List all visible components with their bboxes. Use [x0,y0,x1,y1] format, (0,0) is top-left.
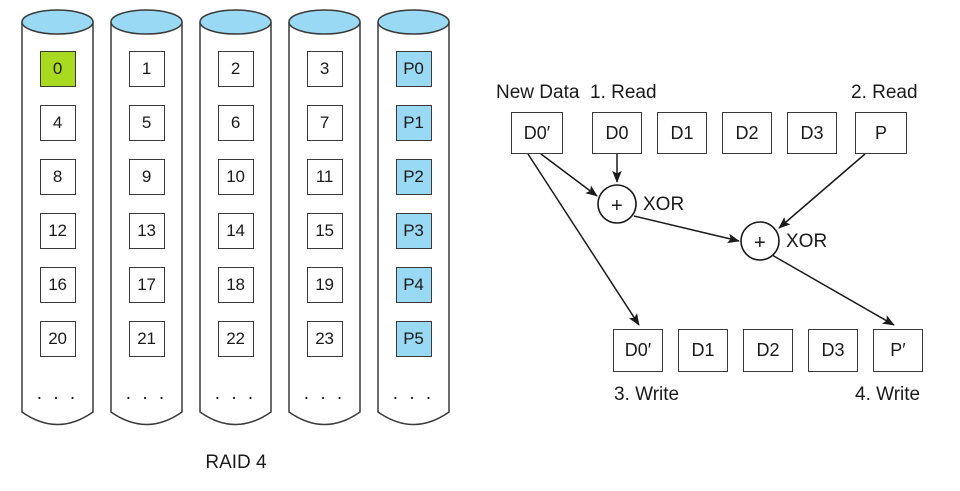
raid-ellipsis-disk-1: . . . [125,383,168,404]
raid-block-disk-1-5: 21 [128,321,165,357]
arrow-xor1-to-xor2 [633,215,740,244]
label-step-1-read: 1. Read [590,82,657,103]
raid-ellipsis-disk-0: . . . [36,383,79,404]
box-d1: D1 [657,112,707,154]
raid-block-disk-2-0: 2 [217,51,254,87]
raid-block-disk-parity-1: P1 [395,105,432,141]
box-out-d2: D2 [743,329,793,372]
raid-block-disk-1-3: 13 [128,213,165,249]
box-out-d1: D1 [678,329,728,372]
cylinder-top-disk-3 [288,9,361,35]
label-step-3-write: 3. Write [614,384,680,405]
raid-block-disk-parity-2: P2 [395,159,432,195]
box-p: P [855,112,907,154]
arrow-xor2-to-out-pprime [771,254,895,326]
xor-circles [597,184,780,261]
raid-block-disk-2-4: 18 [217,267,254,303]
raid-block-disk-2-2: 10 [217,159,254,195]
box-d0: D0 [592,112,642,154]
xor1-label: XOR [643,194,685,215]
arrow-d0prime-to-xor1 [540,153,598,197]
box-d3: D3 [787,112,837,154]
xor1-operator: + [611,195,623,217]
raid-ellipsis-disk-3: . . . [303,383,346,404]
raid-block-disk-3-1: 7 [306,105,343,141]
label-new-data: New Data [496,82,580,103]
raid-block-disk-0-0: 0 [39,51,76,87]
cylinder-top-disk-2 [199,9,272,35]
raid-block-disk-3-3: 15 [306,213,343,249]
raid-caption: RAID 4 [205,452,267,473]
raid-block-disk-parity-0: P0 [395,51,432,87]
arrow-p-to-xor2 [778,153,866,229]
raid-ellipsis-disk-parity: . . . [392,383,435,404]
box-out-d0prime: D0′ [613,329,663,372]
box-out-d3: D3 [808,329,858,372]
cylinder-top-disk-parity [377,9,450,35]
raid-block-disk-2-1: 6 [217,105,254,141]
xor2-operator: + [754,232,766,254]
label-step-4-write: 4. Write [855,384,921,405]
raid-block-disk-2-3: 14 [217,213,254,249]
raid-block-disk-1-2: 9 [128,159,165,195]
label-step-2-read: 2. Read [851,82,918,103]
raid-block-disk-0-1: 4 [39,105,76,141]
raid-block-disk-3-2: 11 [306,159,343,195]
raid-block-disk-0-3: 12 [39,213,76,249]
raid-block-disk-parity-4: P4 [395,267,432,303]
raid-block-disk-1-1: 5 [128,105,165,141]
raid-block-disk-3-4: 19 [306,267,343,303]
raid-block-disk-0-2: 8 [39,159,76,195]
raid-block-disk-parity-3: P3 [395,213,432,249]
xor2-label: XOR [786,231,828,252]
raid-block-disk-1-0: 1 [128,51,165,87]
raid-block-disk-3-5: 23 [306,321,343,357]
xor1-circle [597,184,637,224]
cylinder-top-disk-1 [110,9,183,35]
raid-block-disk-1-4: 17 [128,267,165,303]
raid-block-disk-parity-5: P5 [395,321,432,357]
cylinder-top-disk-0 [21,9,94,35]
xor2-circle [740,221,780,261]
raid-block-disk-2-5: 22 [217,321,254,357]
raid-block-disk-3-0: 3 [306,51,343,87]
arrow-d0prime-to-out-d0prime [527,153,640,326]
raid-block-disk-0-4: 16 [39,267,76,303]
box-out-pprime: P′ [873,329,923,372]
box-new-d0prime: D0′ [511,112,563,154]
raid-block-disk-0-5: 20 [39,321,76,357]
raid-ellipsis-disk-2: . . . [214,383,257,404]
box-d2: D2 [722,112,772,154]
